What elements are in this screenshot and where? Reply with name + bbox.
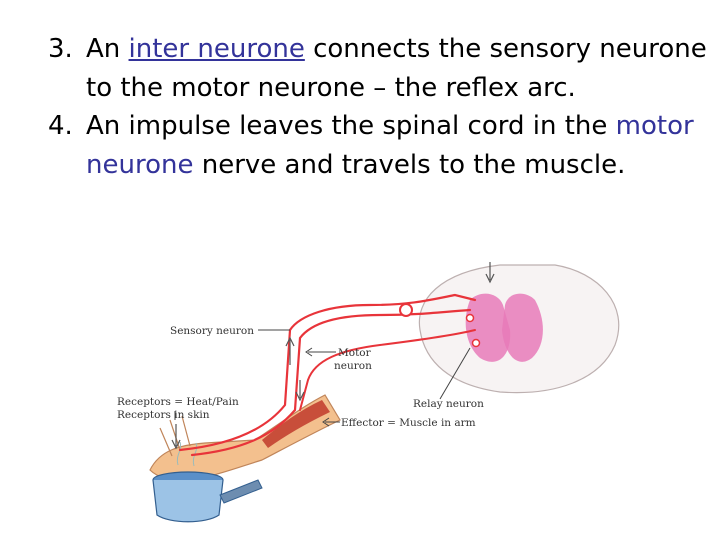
point-text-post: connects the sensory neurone to the moto… (86, 34, 707, 103)
bullet-point-3: 3. An inter neurone connects the sensory … (48, 30, 708, 107)
point-number: 4. (48, 111, 73, 141)
relay-neuron-label: Relay neuron (413, 398, 484, 410)
effector-label: Effector = Muscle in arm (341, 417, 476, 429)
point-text-pre: An impulse leaves the spinal cord in the (86, 111, 616, 141)
point-text-post: nerve and travels to the muscle. (193, 149, 626, 180)
slide-text: 3. An inter neurone connects the sensory … (48, 30, 708, 184)
water-container (152, 441, 263, 523)
receptors-label-line2: Receptors in skin (117, 409, 210, 421)
bullet-point-4: 4. An impulse leaves the spinal cord in t… (48, 107, 708, 184)
point-text-pre: An (86, 34, 129, 64)
motor-neuron-label-line2: neuron (334, 360, 372, 372)
sensory-neuron-label: Sensory neuron (170, 325, 254, 337)
direction-arrows (171, 262, 495, 450)
effector-muscle (262, 400, 330, 448)
point-number: 3. (48, 34, 73, 64)
spinal-cord (418, 264, 620, 394)
inter-neurone-link[interactable]: inter neurone (128, 34, 305, 64)
receptors-label-line1: Receptors = Heat/Pain (117, 396, 239, 408)
nerve-fibres (178, 293, 481, 457)
motor-neuron-label-line1: Motor (338, 347, 372, 359)
motor-neurone-term: motor neurone (86, 111, 694, 180)
label-leader-lines (174, 329, 471, 427)
